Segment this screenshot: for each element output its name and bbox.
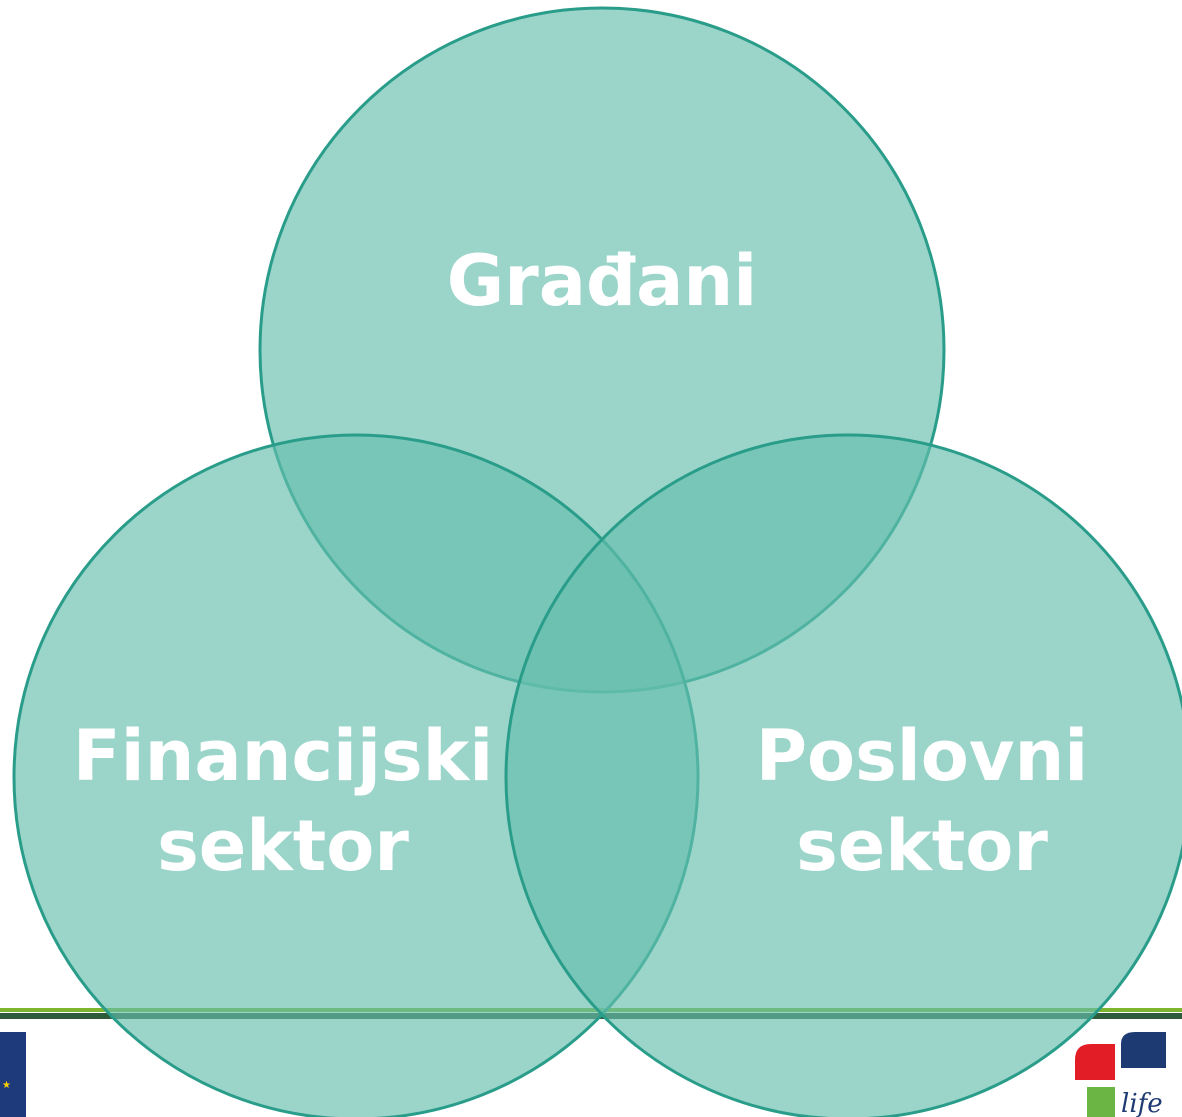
label-poslovni: Poslovni bbox=[756, 715, 1089, 797]
label-financijski: Financijski bbox=[73, 715, 493, 797]
svg-text:life: life bbox=[1121, 1089, 1163, 1117]
venn-circles bbox=[12, 6, 1182, 1117]
label-gradani: Građani bbox=[447, 240, 757, 322]
svg-text:★: ★ bbox=[2, 1080, 11, 1091]
life-logo: life bbox=[1075, 1032, 1166, 1117]
label-poslovni-sektor: sektor bbox=[796, 805, 1048, 887]
venn-labels: Građani Financijski sektor Poslovni sekt… bbox=[73, 240, 1089, 887]
circle-right bbox=[504, 433, 1182, 1117]
eu-flag-logo: ★ bbox=[0, 1032, 26, 1117]
label-financijski-sektor: sektor bbox=[157, 805, 409, 887]
